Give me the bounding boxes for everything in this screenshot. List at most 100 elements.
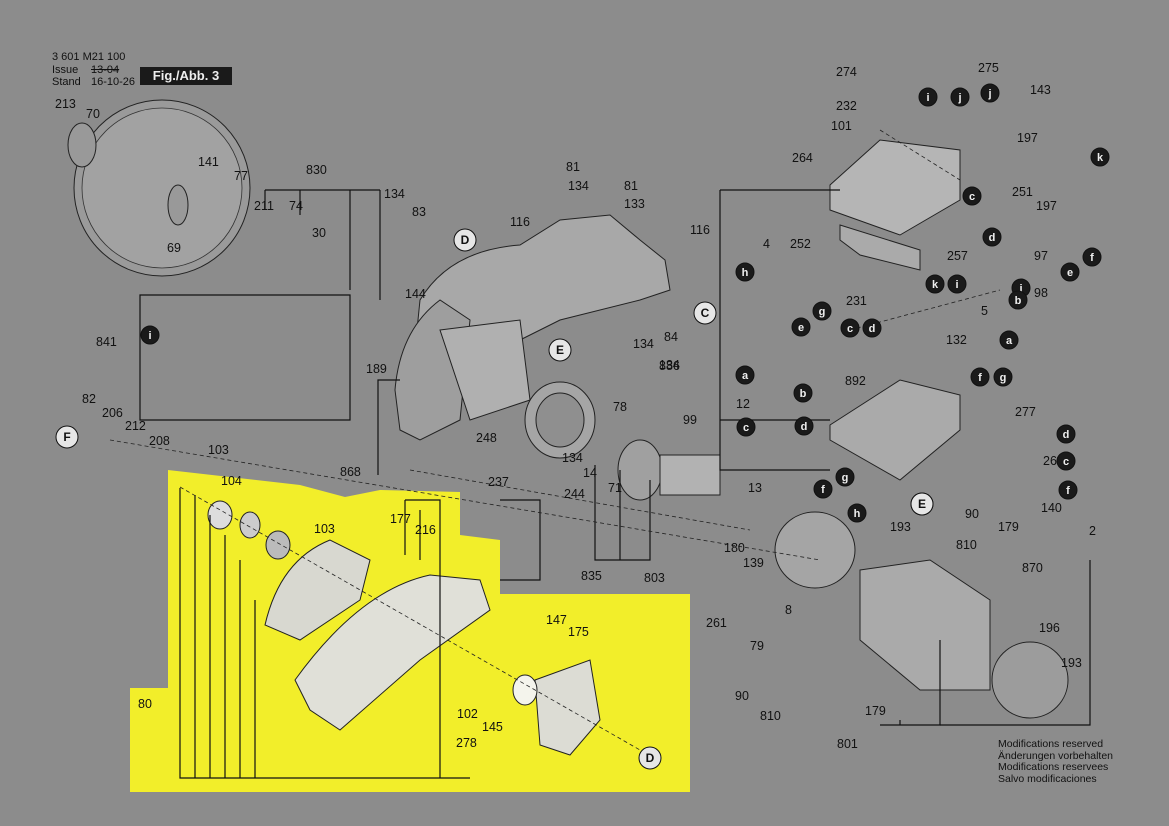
part-label: 97 xyxy=(1034,249,1048,263)
callout-marker: D xyxy=(453,228,477,252)
callout-circle xyxy=(1056,451,1076,471)
part-label: 175 xyxy=(568,625,589,639)
part-label: 145 xyxy=(482,720,503,734)
callout-circle xyxy=(794,416,814,436)
callout-circle xyxy=(1060,262,1080,282)
callout-marker: d xyxy=(982,227,1002,247)
mod-line-2: Änderungen vorbehalten xyxy=(998,749,1114,762)
callout-circle xyxy=(993,367,1013,387)
part-label: 74 xyxy=(289,199,303,213)
part-label: 2 xyxy=(1089,524,1096,538)
callout-letter: f xyxy=(821,484,825,496)
part-label: 82 xyxy=(82,392,96,406)
callout-letter: f xyxy=(978,372,982,384)
callout-letter: c xyxy=(743,422,749,434)
callout-letter: a xyxy=(1006,335,1013,347)
callout-letter: C xyxy=(701,306,710,320)
callout-marker: E xyxy=(548,338,572,362)
part-label: 134 xyxy=(633,337,654,351)
part-label: 274 xyxy=(836,65,857,79)
callout-letter: e xyxy=(1067,267,1073,279)
dashed-leaders xyxy=(109,129,1001,751)
callout-circle xyxy=(735,262,755,282)
part-label: 8 xyxy=(785,603,792,617)
part-label: 206 xyxy=(102,406,123,420)
callout-letter: f xyxy=(1066,485,1070,497)
mod-line-4: Salvo modificaciones xyxy=(998,772,1097,785)
callout-letter: E xyxy=(918,497,926,511)
switch-housing xyxy=(829,139,961,481)
callout-circle xyxy=(793,383,813,403)
callout-marker: a xyxy=(735,365,755,385)
part-label: 103 xyxy=(208,443,229,457)
mod-line-3: Modifications reservees xyxy=(998,761,1109,773)
callout-letter: d xyxy=(869,323,876,335)
part-label: 870 xyxy=(1022,561,1043,575)
part-label: 141 xyxy=(198,155,219,169)
part-label: 4 xyxy=(763,237,770,251)
callout-letter: g xyxy=(819,306,826,318)
part-label: 99 xyxy=(683,413,697,427)
part-label: 83 xyxy=(412,205,426,219)
part-label: 257 xyxy=(947,249,968,263)
part-label: 14 xyxy=(583,466,597,480)
part-label: 77 xyxy=(234,169,248,183)
part-label: 810 xyxy=(760,709,781,723)
callout-marker: g xyxy=(812,301,832,321)
part-label: 71 xyxy=(608,481,622,495)
callout-circle xyxy=(791,317,811,337)
callout-marker: C xyxy=(693,301,717,325)
part-label: 30 xyxy=(312,226,326,240)
callout-marker: f xyxy=(1058,480,1078,500)
part-label: 212 xyxy=(125,419,146,433)
callout-letter: e xyxy=(798,322,804,334)
bracket-lines xyxy=(139,189,1091,779)
callout-circle xyxy=(982,227,1002,247)
part-label: 801 xyxy=(837,737,858,751)
callout-marker: b xyxy=(1008,290,1028,310)
callout-marker: c xyxy=(1056,451,1076,471)
part-label: 69 xyxy=(167,241,181,255)
part-label: 892 xyxy=(845,374,866,388)
callout-marker: i xyxy=(140,325,160,345)
callout-letter: F xyxy=(63,430,70,444)
part-label: 132 xyxy=(946,333,967,347)
callout-letter: i xyxy=(148,330,151,342)
part-label: 278 xyxy=(456,736,477,750)
callout-circle xyxy=(925,274,945,294)
callout-letter: E xyxy=(556,343,564,357)
upper-arm xyxy=(394,214,671,441)
part-label: 70 xyxy=(86,107,100,121)
callout-circle xyxy=(980,83,1000,103)
callout-circle xyxy=(835,467,855,487)
callout-circle xyxy=(548,338,572,362)
callout-marker: j xyxy=(950,87,970,107)
part-label: 13 xyxy=(748,481,762,495)
callout-letter: j xyxy=(957,92,961,104)
part-label: 213 xyxy=(55,97,76,111)
callout-circle xyxy=(813,479,833,499)
callout-circle xyxy=(453,228,477,252)
issue-date: 16-10-26 xyxy=(91,76,136,88)
callout-circle xyxy=(999,330,1019,350)
part-label: 196 xyxy=(1039,621,1060,635)
part-label: 868 xyxy=(340,465,361,479)
part-label: 134 xyxy=(568,179,589,193)
callout-letter: k xyxy=(932,279,939,291)
callout-marker: i xyxy=(947,274,967,294)
callout-circle xyxy=(693,301,717,325)
callout-letter: j xyxy=(1018,283,1022,295)
callout-marker: g xyxy=(835,467,855,487)
callout-letter: k xyxy=(1097,152,1104,164)
callout-letter: f xyxy=(1090,252,1094,264)
part-label: 78 xyxy=(613,400,627,414)
callout-circle xyxy=(862,318,882,338)
part-label: 180 xyxy=(724,541,745,555)
part-label: 264 xyxy=(792,151,813,165)
callout-marker: D xyxy=(638,746,662,770)
callout-letter: d xyxy=(1063,429,1070,441)
callout-marker: f xyxy=(970,367,990,387)
part-label: 830 xyxy=(306,163,327,177)
